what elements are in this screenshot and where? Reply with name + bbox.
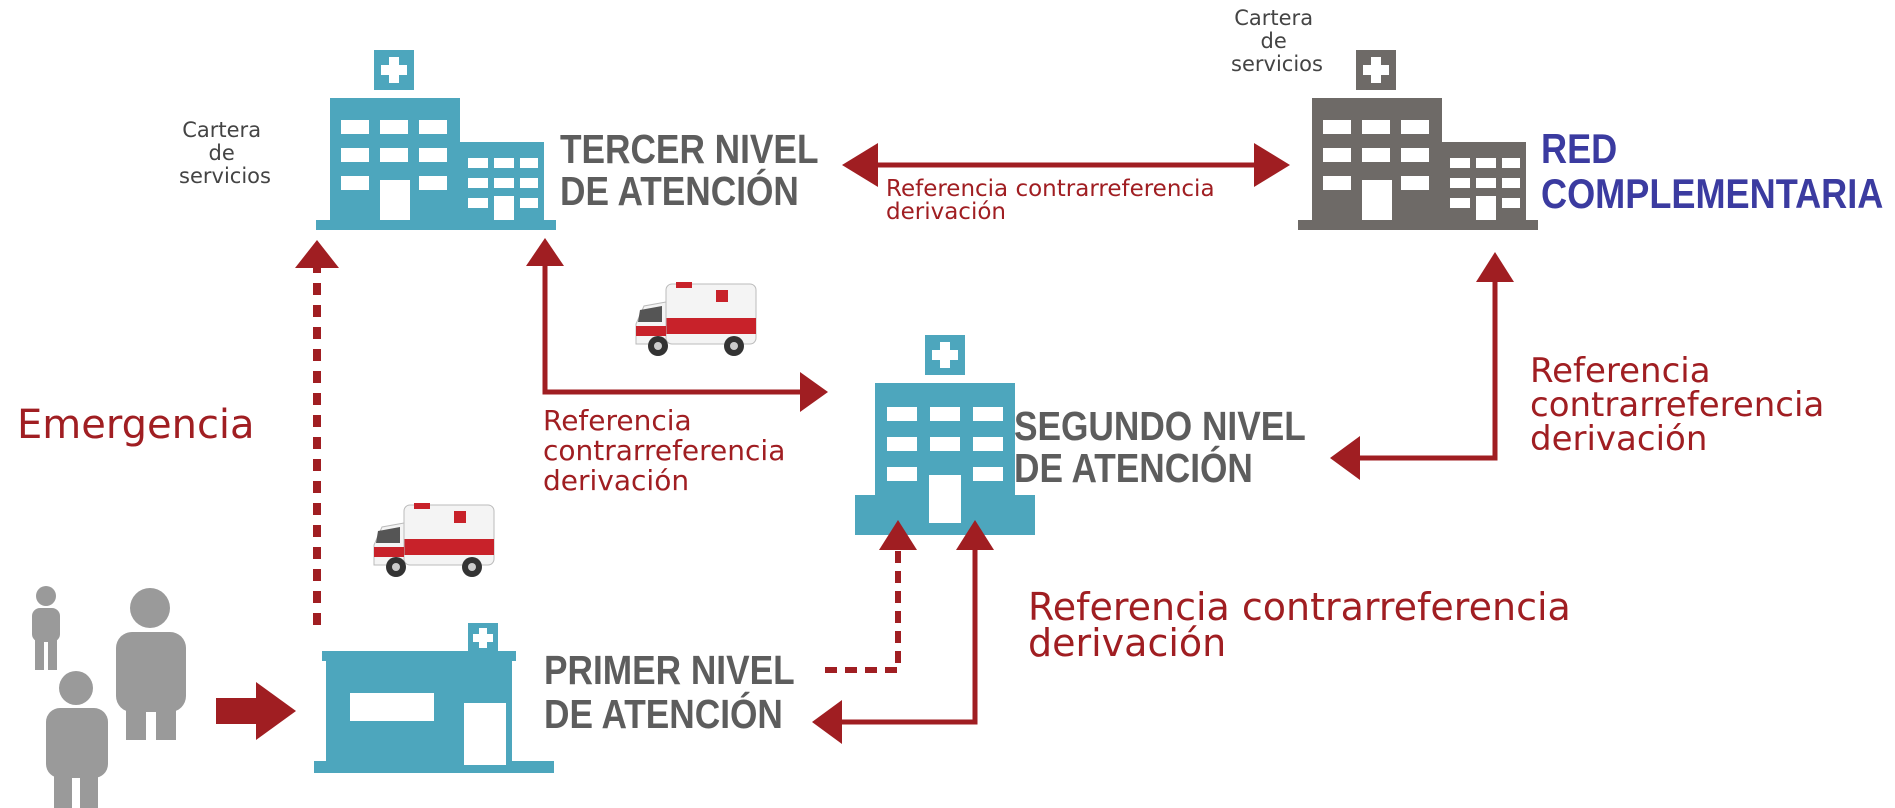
ref-right-line: derivación bbox=[1530, 419, 1707, 459]
people-icon bbox=[32, 586, 186, 808]
primer-nivel-clinic-icon bbox=[314, 623, 554, 773]
segundo-nivel-hospital-icon bbox=[855, 335, 1035, 535]
ref-top-label: Referencia contrarreferencia derivación bbox=[886, 176, 1222, 225]
ref-right-label: Referencia contrarreferencia derivación bbox=[1530, 351, 1835, 459]
ref-right-line: contrarreferencia bbox=[1530, 385, 1824, 425]
segundo-nivel-line: SEGUNDO NIVEL bbox=[1014, 404, 1306, 450]
red-complementaria-line: RED bbox=[1541, 127, 1617, 173]
ref-middle-line: contrarreferencia bbox=[543, 434, 785, 467]
cartera-left-label: Cartera de servicios bbox=[179, 118, 271, 188]
red-complementaria-hospital-icon bbox=[1298, 50, 1538, 230]
tercer-nivel-hospital-icon bbox=[316, 50, 556, 230]
segundo-nivel-line: DE ATENCIÓN bbox=[1014, 444, 1253, 491]
emergencia-label: Emergencia bbox=[17, 402, 255, 448]
segundo-nivel-title: SEGUNDO NIVEL DE ATENCIÓN bbox=[1014, 404, 1316, 492]
ref-middle-line: Referencia bbox=[543, 404, 692, 437]
cartera-right-line: de bbox=[1261, 29, 1287, 53]
ref-bottom-line: derivación bbox=[1028, 621, 1226, 665]
cartera-right-line: Cartera bbox=[1234, 6, 1313, 30]
primer-nivel-line: PRIMER NIVEL bbox=[544, 648, 795, 694]
tercer-nivel-line: TERCER NIVEL bbox=[560, 127, 818, 173]
red-segundo-arrow bbox=[1330, 252, 1514, 480]
arrows bbox=[216, 143, 1514, 744]
primer-segundo-dashed-arrow bbox=[825, 520, 917, 673]
cartera-left-line: servicios bbox=[179, 164, 271, 188]
cartera-right-label: Cartera de servicios bbox=[1231, 6, 1323, 76]
primer-nivel-line: DE ATENCIÓN bbox=[544, 690, 783, 737]
ref-top-line: derivación bbox=[886, 199, 1006, 225]
ref-bottom-label: Referencia contrarreferencia derivación bbox=[1028, 585, 1583, 665]
tercer-nivel-title: TERCER NIVEL DE ATENCIÓN bbox=[560, 127, 828, 215]
ambulance-icon bbox=[373, 503, 495, 577]
red-complementaria-title: RED COMPLEMENTARIA bbox=[1541, 127, 1883, 218]
ref-middle-label: Referencia contrarreferencia derivación bbox=[543, 404, 794, 497]
primer-nivel-title: PRIMER NIVEL DE ATENCIÓN bbox=[544, 648, 804, 738]
cartera-right-line: servicios bbox=[1231, 52, 1323, 76]
people-to-primer-arrow bbox=[216, 682, 296, 740]
ref-bottom-line: Referencia contrarreferencia bbox=[1028, 585, 1571, 629]
emergency-dashed-arrow bbox=[295, 240, 339, 625]
ref-middle-line: derivación bbox=[543, 464, 689, 497]
ref-right-line: Referencia bbox=[1530, 351, 1711, 391]
tercer-red-double-arrow bbox=[842, 143, 1290, 187]
tercer-segundo-arrow bbox=[526, 238, 828, 412]
cartera-left-line: de bbox=[209, 141, 235, 165]
ref-top-line: Referencia contrarreferencia bbox=[886, 176, 1215, 202]
red-complementaria-line: COMPLEMENTARIA bbox=[1541, 172, 1883, 218]
primer-segundo-arrow bbox=[812, 520, 994, 744]
ambulance-icon bbox=[635, 282, 757, 356]
cartera-left-line: Cartera bbox=[182, 118, 261, 142]
tercer-nivel-line: DE ATENCIÓN bbox=[560, 167, 799, 214]
